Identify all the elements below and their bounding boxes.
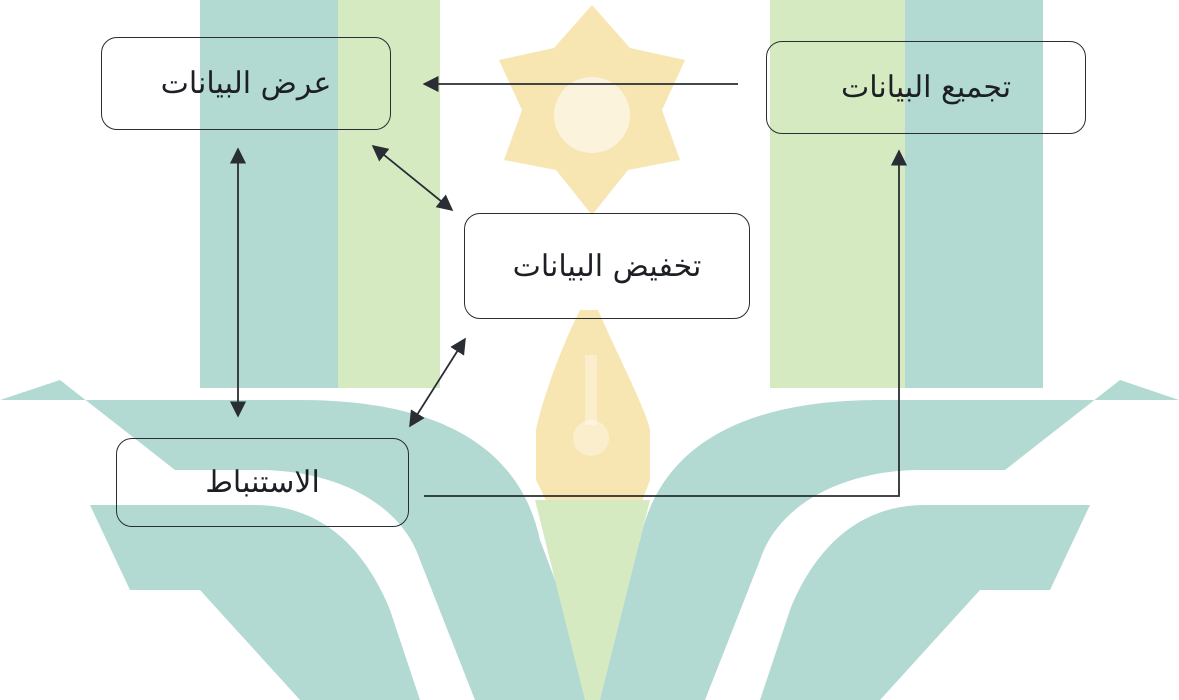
edge-infer-to-collect bbox=[424, 149, 908, 497]
node-data-display: عرض البيانات bbox=[101, 37, 391, 130]
watermark-pen-nib bbox=[536, 310, 650, 560]
node-data-display-label: عرض البيانات bbox=[160, 66, 332, 101]
node-data-collection-label: تجميع البيانات bbox=[840, 70, 1012, 105]
node-conclusion: الاستنباط bbox=[116, 438, 409, 527]
edge-reduce-infer bbox=[409, 337, 466, 428]
watermark-green-stem bbox=[535, 500, 650, 700]
edge-display-reduce bbox=[371, 144, 454, 212]
watermark-teal-arch bbox=[200, 0, 1043, 388]
watermark-star bbox=[499, 5, 685, 215]
watermark-teal-wings bbox=[0, 380, 1179, 700]
node-data-collection: تجميع البيانات bbox=[766, 41, 1086, 134]
node-data-reduction: تخفيض البيانات bbox=[464, 213, 750, 319]
node-conclusion-label: الاستنباط bbox=[205, 465, 320, 500]
node-data-reduction-label: تخفيض البيانات bbox=[512, 248, 702, 284]
